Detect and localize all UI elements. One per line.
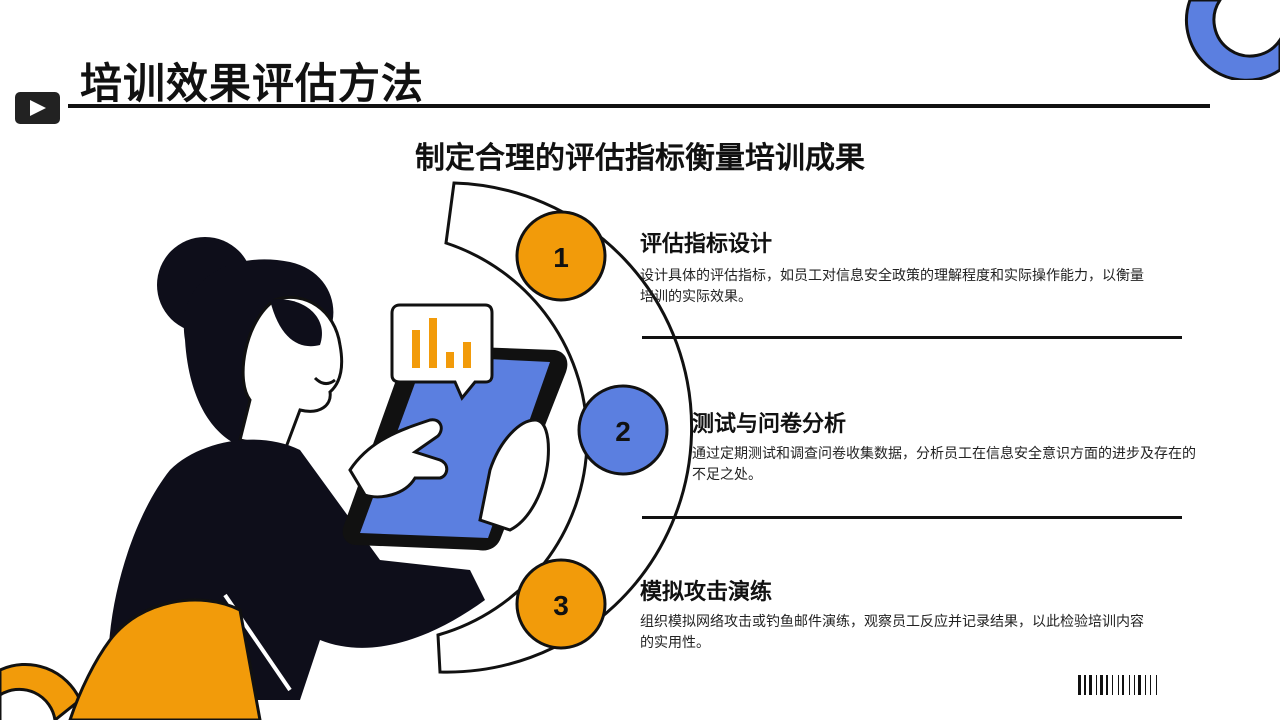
- barcode-icon: [1078, 675, 1157, 695]
- barcode-stripe: [1138, 675, 1141, 695]
- barcode-stripe: [1089, 675, 1092, 695]
- barcode-stripe: [1129, 675, 1130, 695]
- step-1-divider: [642, 336, 1182, 339]
- play-icon: [30, 100, 46, 116]
- step-1-description: 设计具体的评估指标，如员工对信息安全政策的理解程度和实际操作能力，以衡量培训的实…: [640, 268, 1144, 305]
- corner-ring-decoration: [1185, 0, 1280, 80]
- section-subtitle: 制定合理的评估指标衡量培训成果: [415, 141, 865, 176]
- step-2-description: 通过定期测试和调查问卷收集数据，分析员工在信息安全意识方面的进步及存在的不足之处…: [692, 446, 1196, 483]
- step-2-number: 2: [615, 416, 631, 447]
- step-2-divider: [642, 516, 1182, 519]
- barcode-stripe: [1134, 675, 1135, 695]
- barcode-stripe: [1112, 675, 1113, 695]
- step-1-number: 1: [553, 242, 569, 273]
- page-title: 培训效果评估方法: [80, 59, 425, 108]
- illustration: 1 2 3: [68, 181, 694, 720]
- step-2-circle: [577, 384, 669, 476]
- barcode-stripe: [1078, 675, 1081, 695]
- play-button[interactable]: [15, 92, 60, 124]
- step-3-number: 3: [553, 590, 569, 621]
- bar-chart-icon: [390, 303, 494, 401]
- step-3-title: 模拟攻击演练: [640, 580, 773, 605]
- barcode-stripe: [1145, 675, 1146, 695]
- timeline-arc: [436, 181, 694, 674]
- step-1-title: 评估指标设计: [640, 232, 773, 257]
- title-divider: [68, 104, 1210, 108]
- step-3-circle: [515, 558, 607, 650]
- barcode-stripe: [1156, 675, 1157, 695]
- corner-ring-decoration-bottom: [0, 662, 80, 720]
- barcode-stripe: [1084, 675, 1086, 695]
- step-3-description: 组织模拟网络攻击或钓鱼邮件演练，观察员工反应并记录结果，以此检验培训内容的实用性…: [640, 614, 1144, 651]
- step-1-circle: [515, 210, 607, 302]
- barcode-stripe: [1118, 675, 1119, 695]
- skirt: [68, 598, 262, 720]
- barcode-stripe: [1100, 675, 1103, 695]
- step-2-title: 测试与问卷分析: [692, 412, 847, 437]
- barcode-stripe: [1150, 675, 1151, 695]
- barcode-stripe: [1122, 675, 1124, 695]
- barcode-stripe: [1096, 675, 1097, 695]
- barcode-stripe: [1106, 675, 1108, 695]
- hand: [348, 418, 449, 499]
